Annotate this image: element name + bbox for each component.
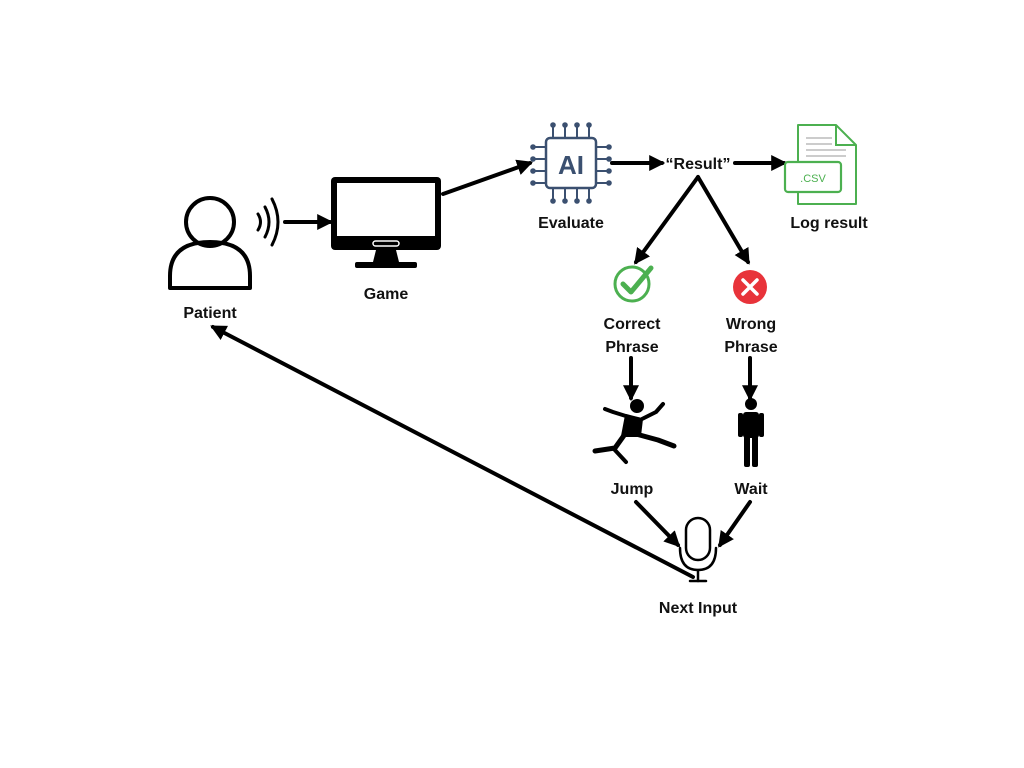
next-input-label: Next Input bbox=[659, 600, 738, 617]
ai-chip-text: AI bbox=[558, 150, 584, 180]
result-label: “Result” bbox=[666, 156, 731, 173]
arrow-game-to-evaluate bbox=[441, 159, 534, 196]
arrow-result-to-wrong bbox=[696, 175, 750, 265]
flow-arrows bbox=[210, 155, 788, 579]
jumping-person-icon bbox=[592, 399, 677, 464]
check-circle-icon bbox=[613, 265, 654, 303]
jump-label: Jump bbox=[611, 481, 654, 498]
arrow-wait-to-next-input bbox=[718, 500, 752, 548]
arrow-jump-to-next-input bbox=[634, 500, 681, 548]
wait-label: Wait bbox=[734, 481, 768, 498]
wrong-phrase-label-line1: Wrong bbox=[726, 316, 776, 333]
log-result-label: Log result bbox=[790, 215, 868, 232]
ai-chip-icon bbox=[530, 122, 612, 204]
person-icon bbox=[168, 196, 252, 290]
csv-file-text: .CSV bbox=[800, 173, 826, 185]
correct-phrase-label-line1: Correct bbox=[604, 316, 662, 333]
microphone-icon bbox=[678, 516, 718, 583]
sound-waves-icon bbox=[256, 197, 280, 247]
wrong-phrase-label-line2: Phrase bbox=[724, 339, 777, 356]
monitor-icon bbox=[331, 177, 441, 268]
standing-person-icon bbox=[738, 398, 764, 467]
evaluate-label: Evaluate bbox=[538, 215, 604, 232]
patient-label: Patient bbox=[183, 305, 237, 322]
correct-phrase-label-line2: Phrase bbox=[605, 339, 658, 356]
x-circle-icon bbox=[733, 270, 767, 304]
arrow-result-to-correct bbox=[634, 175, 700, 265]
csv-file-icon bbox=[783, 124, 857, 205]
game-label: Game bbox=[364, 286, 409, 303]
arrow-next-input-to-patient bbox=[210, 325, 695, 579]
